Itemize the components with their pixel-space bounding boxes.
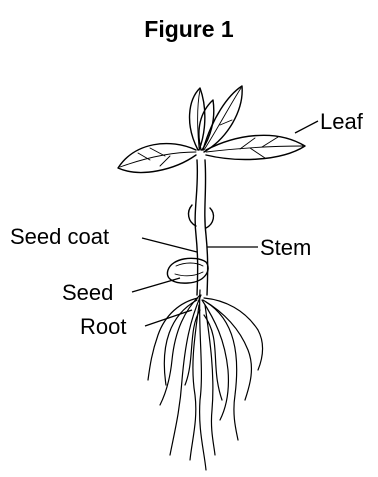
seed-coat-leader xyxy=(142,238,197,252)
leaf-shape xyxy=(118,86,305,172)
label-stem: Stem xyxy=(260,235,311,260)
label-root: Root xyxy=(80,314,126,339)
root-leader xyxy=(145,310,192,326)
label-seed: Seed xyxy=(62,280,113,305)
root-system xyxy=(148,290,263,470)
label-leaf: Leaf xyxy=(320,109,364,134)
label-seed-coat: Seed coat xyxy=(10,224,109,249)
leaf-leader xyxy=(295,121,318,133)
seed-leader xyxy=(132,278,180,292)
stem-shape xyxy=(189,160,214,295)
plant-illustration xyxy=(118,86,305,470)
leader-lines xyxy=(132,121,318,326)
